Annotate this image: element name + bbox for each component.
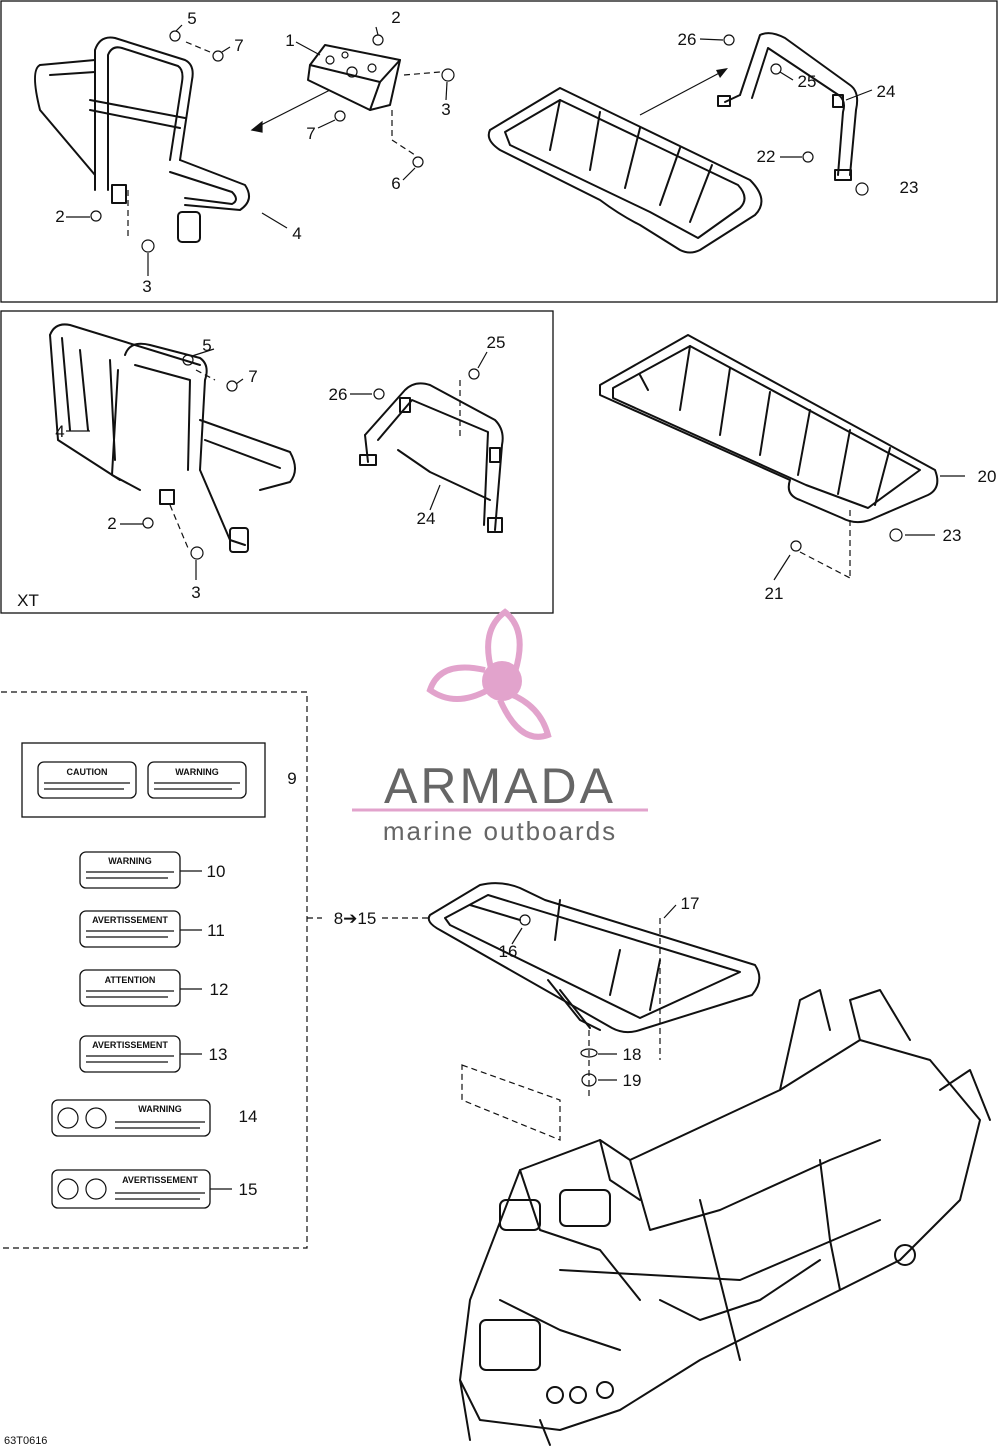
decal-13: AVERTISSEMENT [79,1035,181,1073]
callout-top-25: 25 [798,72,817,91]
callout-top-24: 24 [877,82,896,101]
callout-xt-4: 4 [55,422,64,441]
watermark-tagline: marine outboards [383,816,617,846]
leader-lines [66,24,965,1190]
callout-xt-2: 2 [107,514,116,533]
callout-d-10: 10 [207,862,226,881]
decal-15: AVERTISSEMENT [51,1169,211,1209]
decal-13-header: AVERTISSEMENT [92,1040,168,1050]
front-bumper-top [34,36,250,243]
callout-top-23: 23 [900,178,919,197]
callout-d-13: 13 [209,1045,228,1064]
decal-12-header: ATTENTION [105,975,156,985]
bracket-plate [307,44,401,111]
rear-rack-bottom [427,882,761,1034]
callout-b-16: 16 [499,942,518,961]
callout-b-18: 18 [623,1045,642,1064]
callout-top-22: 22 [757,147,776,166]
callout-d-11: 11 [207,921,225,940]
callout-r-21: 21 [765,584,784,603]
callout-numbers: 1 2 2 3 3 4 5 6 7 7 22 23 24 25 26 2 3 4… [4,8,996,1447]
callout-top-7a: 7 [234,36,243,55]
callout-top-6: 6 [391,174,400,193]
callout-range-8-15: 8➔15 [334,909,377,928]
fasteners-top-left [90,30,455,253]
arrow-rack [639,69,726,116]
callout-d-9: 9 [287,769,296,788]
callout-top-1: 1 [285,31,294,50]
callout-xt-25: 25 [487,333,506,352]
callout-top-2b: 2 [391,8,400,27]
fasteners-top-right [723,34,869,196]
decal-10-header: WARNING [108,856,152,866]
decal-14: WARNING [51,1099,211,1137]
callout-top-7b: 7 [306,124,315,143]
callout-top-2a: 2 [55,207,64,226]
armada-logo: ARMADA marine outboards [352,608,648,846]
propeller-hub-icon [482,661,522,701]
rear-rail-xt [359,382,504,533]
fasteners-rack-20 [790,510,903,579]
decal-10: WARNING [79,851,181,889]
drawing-code: 63T0616 [4,1435,47,1447]
callout-r-20: 20 [978,467,997,486]
decal-group-9: CAUTION WARNING [21,742,266,818]
watermark-brand: ARMADA [384,758,616,814]
callout-d-15: 15 [239,1180,258,1199]
rear-rack-20 [599,334,939,524]
decal-9b-header: WARNING [175,767,219,777]
decal-14-header: WARNING [138,1104,182,1114]
fasteners-bottom-rack [461,914,661,1141]
section-label-xt: XT [17,591,39,610]
callout-xt-5: 5 [202,336,211,355]
decal-11: AVERTISSEMENT [79,910,181,948]
callout-top-3b: 3 [441,100,450,119]
decal-12: ATTENTION [79,969,181,1007]
callout-xt-24: 24 [417,509,436,528]
front-bumper-xt [49,323,296,553]
callout-xt-7: 7 [248,367,257,386]
propeller-icon [426,608,552,740]
fasteners-xt-right [373,368,480,440]
callout-d-12: 12 [210,980,229,999]
vehicle-frame [459,989,991,1446]
callout-r-23: 23 [943,526,962,545]
callout-xt-26: 26 [329,385,348,404]
decal-11-header: AVERTISSEMENT [92,915,168,925]
xt-panel-border [0,310,554,614]
callout-top-5: 5 [187,9,196,28]
callout-top-4: 4 [292,224,301,243]
fasteners-xt-left [142,354,238,560]
callout-top-3a: 3 [142,277,151,296]
top-panel-border [0,0,998,303]
decal-15-header: AVERTISSEMENT [122,1175,198,1185]
decal-panel-border [1,691,308,1249]
rear-rail-top [717,32,859,181]
callout-top-26: 26 [678,30,697,49]
decal-9a-header: CAUTION [67,767,108,777]
rear-rack-top [487,87,763,254]
callout-xt-3: 3 [191,583,200,602]
callout-b-17: 17 [681,894,700,913]
callout-d-14: 14 [239,1107,258,1126]
callout-b-19: 19 [623,1071,642,1090]
